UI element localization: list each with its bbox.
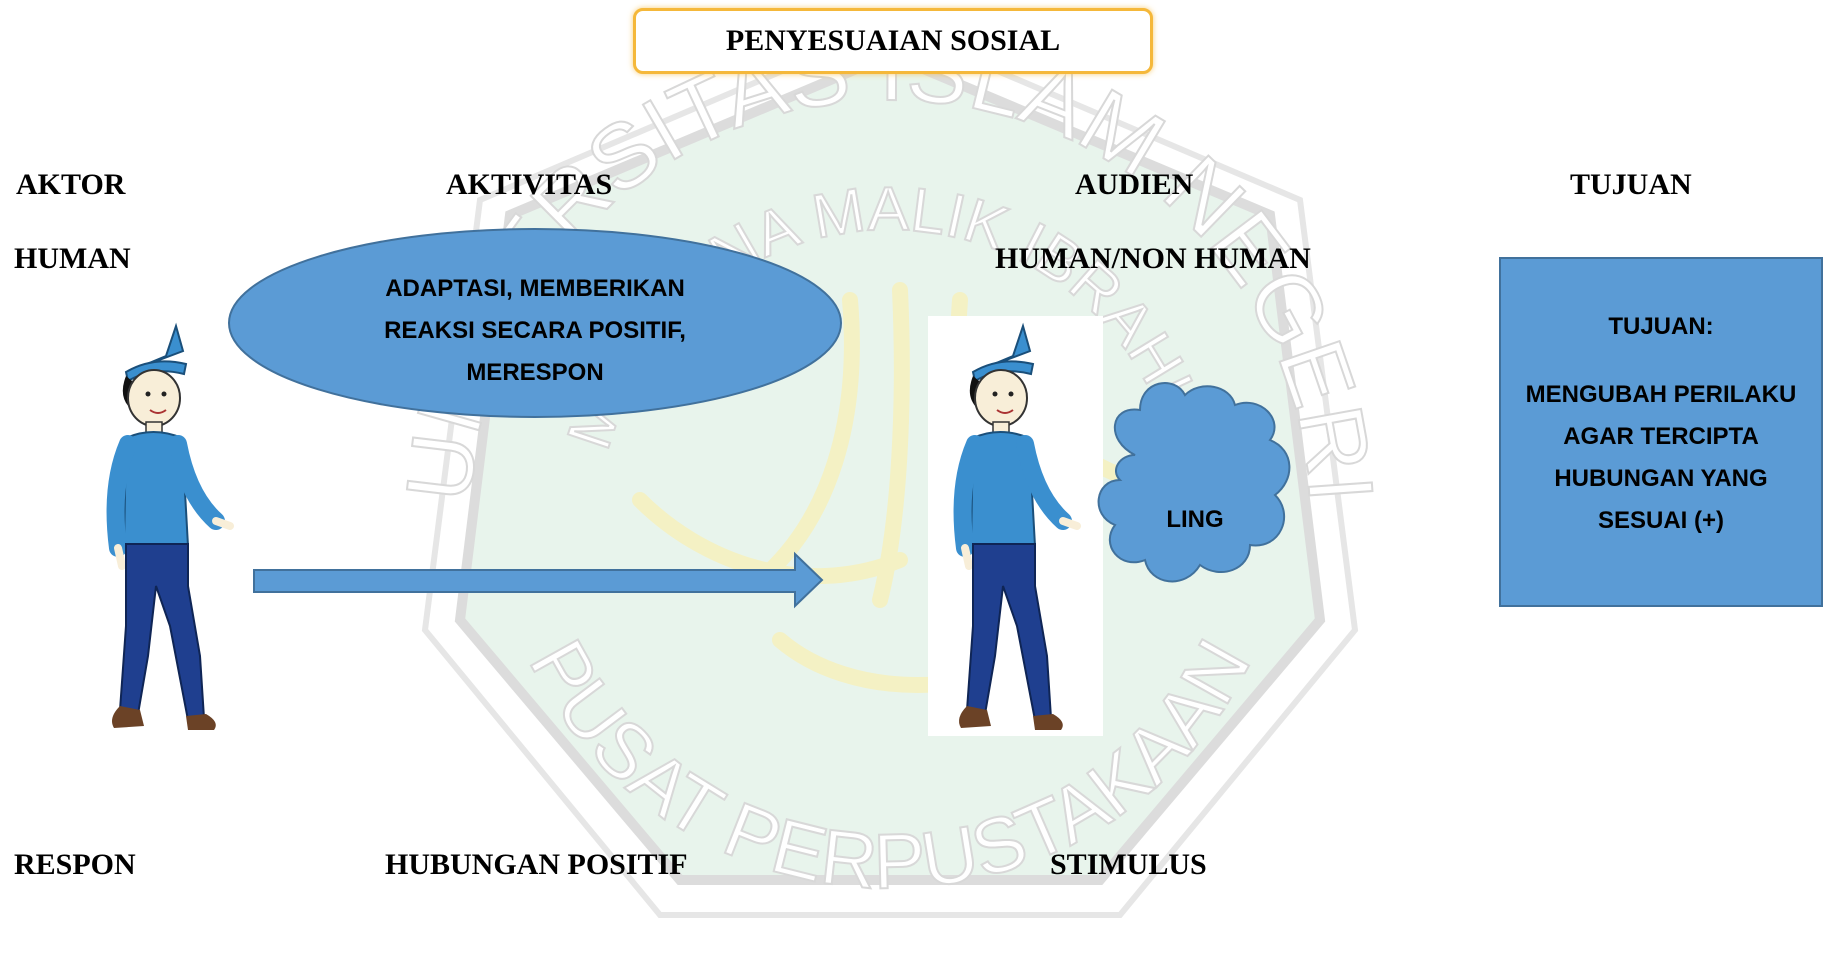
goal-line: AGAR TERCIPTA: [1563, 423, 1759, 450]
activity-line: ADAPTASI, MEMBERIKAN: [385, 275, 685, 302]
goal-line: MENGUBAH PERILAKU: [1525, 381, 1797, 408]
goal-heading: TUJUAN:: [1608, 313, 1714, 340]
diagram-title: PENYESUAIAN SOSIAL: [633, 8, 1153, 74]
goal-box-text: TUJUAN: MENGUBAH PERILAKU AGAR TERCIPTA …: [1505, 306, 1817, 542]
subheader-human-non-human: HUMAN/NON HUMAN: [995, 242, 1311, 275]
cloud-label: LING: [1166, 506, 1224, 533]
goal-line: SESUAI (+): [1597, 507, 1725, 534]
diagram-title-text: PENYESUAIAN SOSIAL: [725, 24, 1061, 57]
header-audien: AUDIEN: [1075, 168, 1194, 201]
activity-ellipse-text: ADAPTASI, MEMBERIKAN REAKSI SECARA POSIT…: [300, 268, 770, 394]
label-respon: RESPON: [14, 848, 136, 881]
label-hubungan-positif: HUBUNGAN POSITIF: [385, 848, 688, 881]
label-stimulus: STIMULUS: [1050, 848, 1207, 881]
activity-line: MERESPON: [466, 359, 604, 386]
environment-cloud: [1097, 382, 1291, 583]
header-aktivitas: AKTIVITAS: [446, 168, 613, 201]
header-tujuan: TUJUAN: [1570, 168, 1692, 201]
header-aktor: AKTOR: [16, 168, 126, 201]
activity-ellipse: [228, 228, 842, 418]
goal-line: HUBUNGAN YANG: [1554, 465, 1768, 492]
subheader-human: HUMAN: [14, 242, 131, 275]
activity-line: REAKSI SECARA POSITIF,: [384, 317, 686, 344]
arrow-right: [253, 551, 824, 609]
person-walking-icon: [112, 326, 230, 730]
goal-box: [1499, 257, 1823, 607]
